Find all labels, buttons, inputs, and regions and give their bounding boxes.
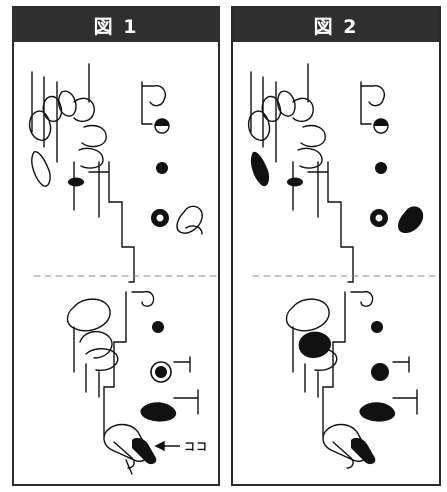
figure-panel-1: 図 1 — [12, 6, 220, 486]
pitch-diagram-illustration — [14, 42, 218, 484]
panel-title: 図 1 — [14, 8, 218, 42]
figure-panel-2: 図 2 — [231, 6, 441, 486]
panel-body — [233, 42, 439, 484]
panel-body: ココ — [14, 42, 218, 484]
pitch-diagram-illustration — [233, 42, 439, 484]
panel-title: 図 2 — [233, 8, 439, 42]
annotation-label: ココ — [184, 438, 208, 454]
